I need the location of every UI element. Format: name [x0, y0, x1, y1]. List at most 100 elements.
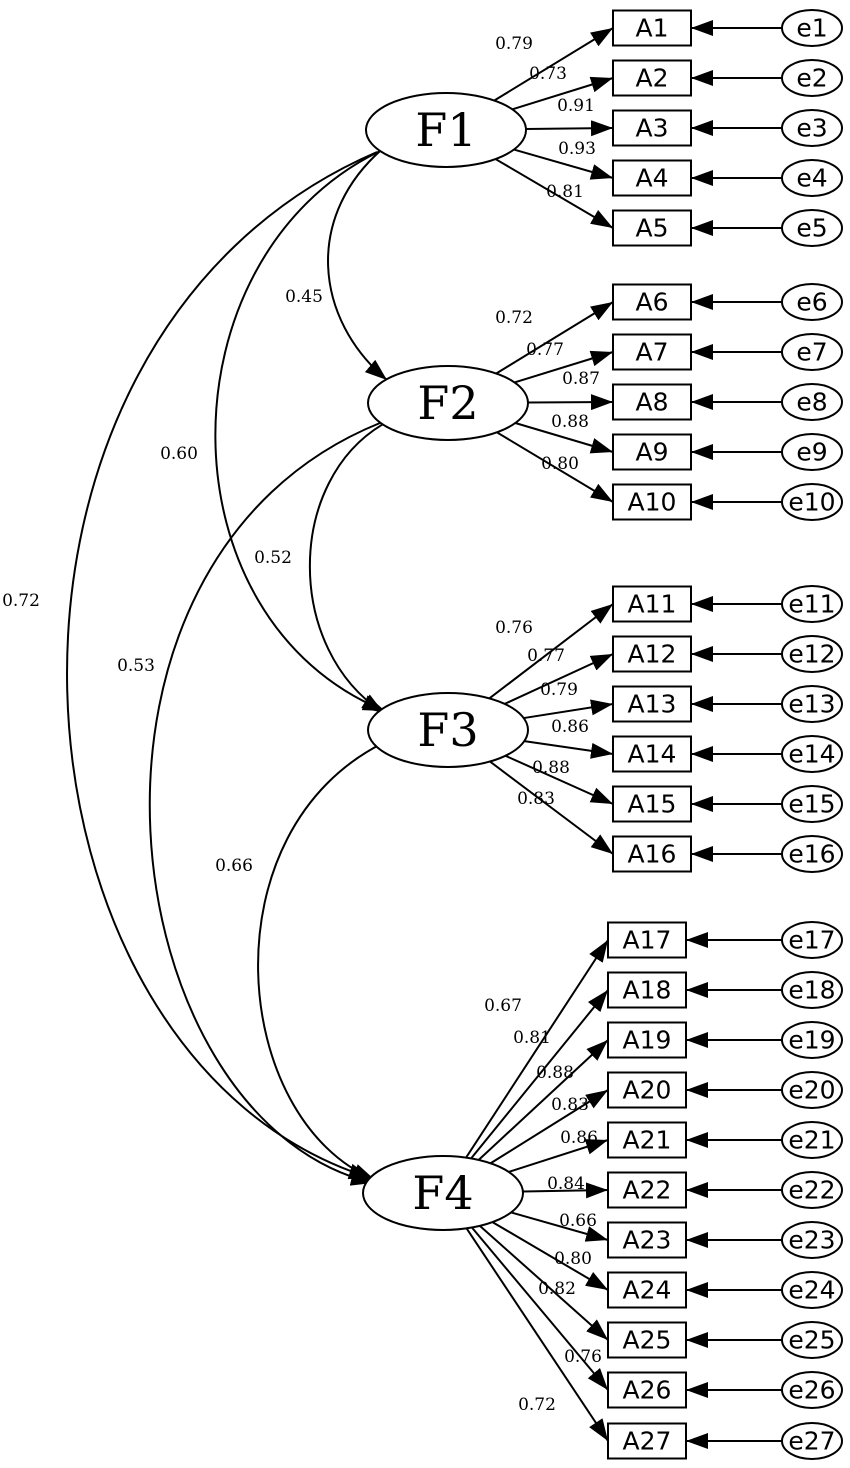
- item-label-a2: A2: [635, 64, 668, 93]
- error-ellipse-e23: [781, 1221, 843, 1259]
- item-box-a7: [612, 333, 692, 371]
- error-ellipse-e20: [781, 1071, 843, 1109]
- factor-ellipse-f3: [367, 692, 529, 768]
- error-label-e10: e10: [788, 488, 835, 517]
- factor-loadings: 0.790.730.910.930.810.720.770.870.880.80…: [465, 27, 614, 1442]
- error-label-e2: e2: [796, 64, 827, 93]
- loading-arrow-a27: [465, 1227, 609, 1442]
- factor-label-f1: F1: [415, 103, 476, 157]
- loading-arrow-a5: [495, 158, 614, 229]
- loading-label-a27: 0.72: [518, 1395, 556, 1415]
- loading-label-a6: 0.72: [495, 308, 533, 328]
- loading-label-a8: 0.87: [562, 369, 600, 389]
- error-ellipse-e17: [781, 921, 843, 959]
- loading-label-a21: 0.86: [560, 1128, 598, 1148]
- error-ellipse-e5: [781, 209, 843, 247]
- error-label-e7: e7: [796, 338, 827, 367]
- item-label-a17: A17: [623, 926, 672, 955]
- loading-label-a13: 0.79: [540, 680, 578, 700]
- error-ellipse-e15: [781, 785, 843, 823]
- loading-arrow-a6: [495, 301, 614, 375]
- error-label-e24: e24: [788, 1276, 835, 1305]
- loading-arrow-a26: [471, 1226, 609, 1391]
- loading-label-a5: 0.81: [546, 182, 584, 202]
- loading-arrow-a24: [491, 1221, 609, 1291]
- loading-label-a7: 0.77: [526, 340, 564, 360]
- item-label-a25: A25: [623, 1326, 672, 1355]
- item-label-a3: A3: [635, 114, 668, 143]
- loading-label-a18: 0.81: [513, 1028, 551, 1048]
- item-label-a5: A5: [635, 214, 668, 243]
- loading-label-a22: 0.84: [547, 1174, 585, 1194]
- loading-label-a23: 0.66: [559, 1211, 597, 1231]
- error-ellipse-e18: [781, 971, 843, 1009]
- item-label-a19: A19: [623, 1026, 672, 1055]
- error-ellipse-e7: [781, 333, 843, 371]
- item-box-a10: [612, 483, 692, 521]
- covariance-label-f2-f3: 0.52: [254, 548, 292, 568]
- factor-ellipse-f1: [365, 92, 527, 168]
- loading-arrow-a12: [504, 653, 614, 705]
- loading-arrow-a10: [496, 431, 614, 503]
- loading-label-a12: 0.77: [527, 646, 565, 666]
- error-ellipse-e27: [781, 1422, 843, 1460]
- item-box-a12: [612, 635, 692, 673]
- error-label-e8: e8: [796, 388, 827, 417]
- item-box-a3: [612, 109, 692, 147]
- loading-arrow-a11: [488, 603, 614, 700]
- error-terms: e1e2e3e4e5e6e7e8e9e10e11e12e13e14e15e16e…: [686, 9, 843, 1460]
- covariance-f1-f4: [66, 135, 401, 1180]
- error-ellipse-e12: [781, 635, 843, 673]
- item-label-a23: A23: [623, 1226, 672, 1255]
- error-label-e26: e26: [788, 1376, 835, 1405]
- item-box-a21: [607, 1121, 687, 1159]
- item-label-a9: A9: [635, 438, 668, 467]
- item-box-a25: [607, 1321, 687, 1359]
- error-ellipse-e19: [781, 1021, 843, 1059]
- loading-arrow-a3: [525, 120, 614, 137]
- loading-label-a16: 0.83: [517, 789, 555, 809]
- error-label-e4: e4: [796, 164, 827, 193]
- factor-ellipse-f4: [362, 1155, 524, 1231]
- error-label-e22: e22: [788, 1176, 835, 1205]
- loading-label-a24: 0.80: [554, 1249, 592, 1269]
- error-ellipse-e25: [781, 1321, 843, 1359]
- item-box-a26: [607, 1371, 687, 1409]
- loading-arrow-a16: [489, 760, 614, 855]
- loading-arrow-a20: [490, 1089, 609, 1165]
- error-label-e25: e25: [788, 1326, 835, 1355]
- loading-arrow-a25: [479, 1225, 609, 1341]
- factor-covariances: 0.450.520.660.600.530.72: [2, 124, 410, 1186]
- loading-label-a17: 0.67: [484, 996, 522, 1016]
- loading-label-a3: 0.91: [557, 96, 595, 116]
- item-box-a27: [607, 1422, 687, 1460]
- loading-label-a14: 0.86: [551, 717, 589, 737]
- loading-arrow-a15: [505, 754, 614, 805]
- item-box-a9: [612, 433, 692, 471]
- loading-arrow-a19: [478, 1039, 609, 1161]
- error-ellipse-e2: [781, 59, 843, 97]
- loading-arrow-a23: [510, 1211, 609, 1242]
- item-label-a24: A24: [623, 1276, 672, 1305]
- item-label-a22: A22: [623, 1176, 672, 1205]
- error-label-e17: e17: [788, 926, 835, 955]
- item-label-a27: A27: [623, 1427, 672, 1456]
- error-label-e21: e21: [788, 1126, 835, 1155]
- loading-arrow-a2: [512, 76, 614, 111]
- covariance-label-f1-f3: 0.60: [160, 444, 198, 464]
- item-label-a1: A1: [635, 14, 668, 43]
- error-label-e27: e27: [788, 1427, 835, 1456]
- covariance-f1-f3: [214, 135, 402, 712]
- covariance-f2-f4: [148, 407, 404, 1186]
- item-box-a14: [612, 735, 692, 773]
- error-label-e16: e16: [788, 840, 835, 869]
- item-box-a6: [612, 283, 692, 321]
- error-ellipse-e21: [781, 1121, 843, 1159]
- item-label-a11: A11: [628, 590, 677, 619]
- covariance-f2-f3: [309, 405, 409, 714]
- loading-arrow-a18: [470, 989, 609, 1159]
- item-box-a11: [612, 585, 692, 623]
- error-label-e20: e20: [788, 1076, 835, 1105]
- loading-label-a26: 0.76: [564, 1347, 602, 1367]
